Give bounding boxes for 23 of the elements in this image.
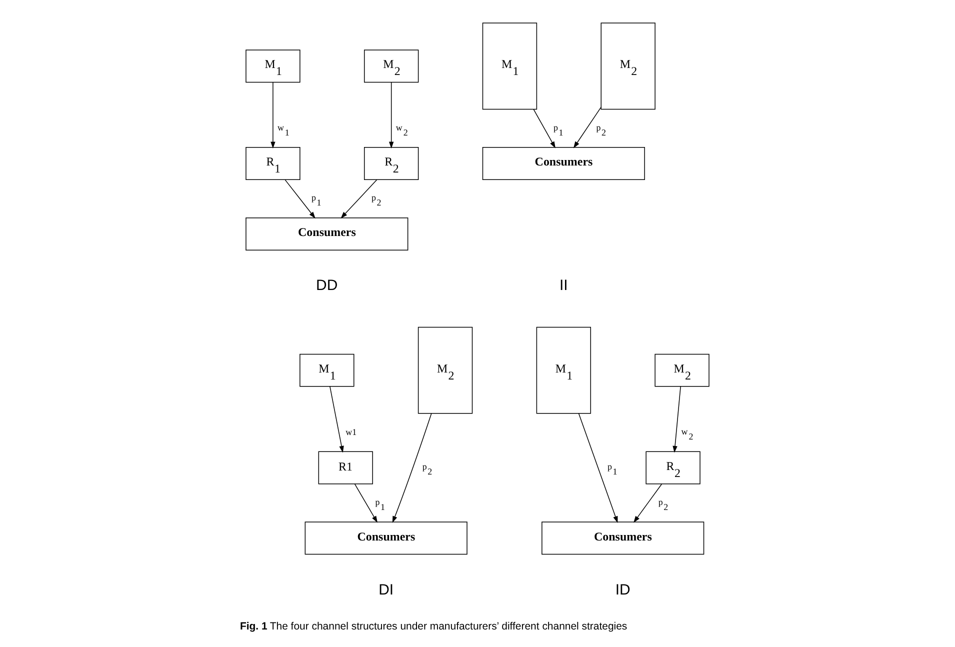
label: ID	[615, 581, 630, 598]
label: II	[560, 277, 568, 294]
node-box: Consumers	[542, 522, 704, 555]
label: DI	[378, 581, 394, 598]
arrow	[330, 386, 344, 453]
node-box: R1	[318, 451, 373, 484]
arrow	[634, 484, 662, 523]
label: DD	[316, 277, 338, 294]
arrow	[284, 180, 316, 219]
arrow	[388, 82, 394, 149]
node-box: Consumers	[246, 217, 408, 250]
node-box: Consumers	[482, 147, 645, 180]
arrow	[340, 180, 378, 218]
arrow	[354, 484, 378, 523]
arrow	[672, 386, 681, 453]
edge-label: w1	[346, 427, 357, 438]
node-box: Consumers	[304, 522, 468, 555]
caption: Fig. 1 The four channel structures under manufacturers’ different channel strategies	[240, 621, 628, 632]
arrow	[270, 82, 276, 149]
arrow	[533, 108, 556, 148]
arrow	[573, 106, 602, 148]
arrow	[392, 413, 432, 523]
arrow	[578, 413, 618, 523]
